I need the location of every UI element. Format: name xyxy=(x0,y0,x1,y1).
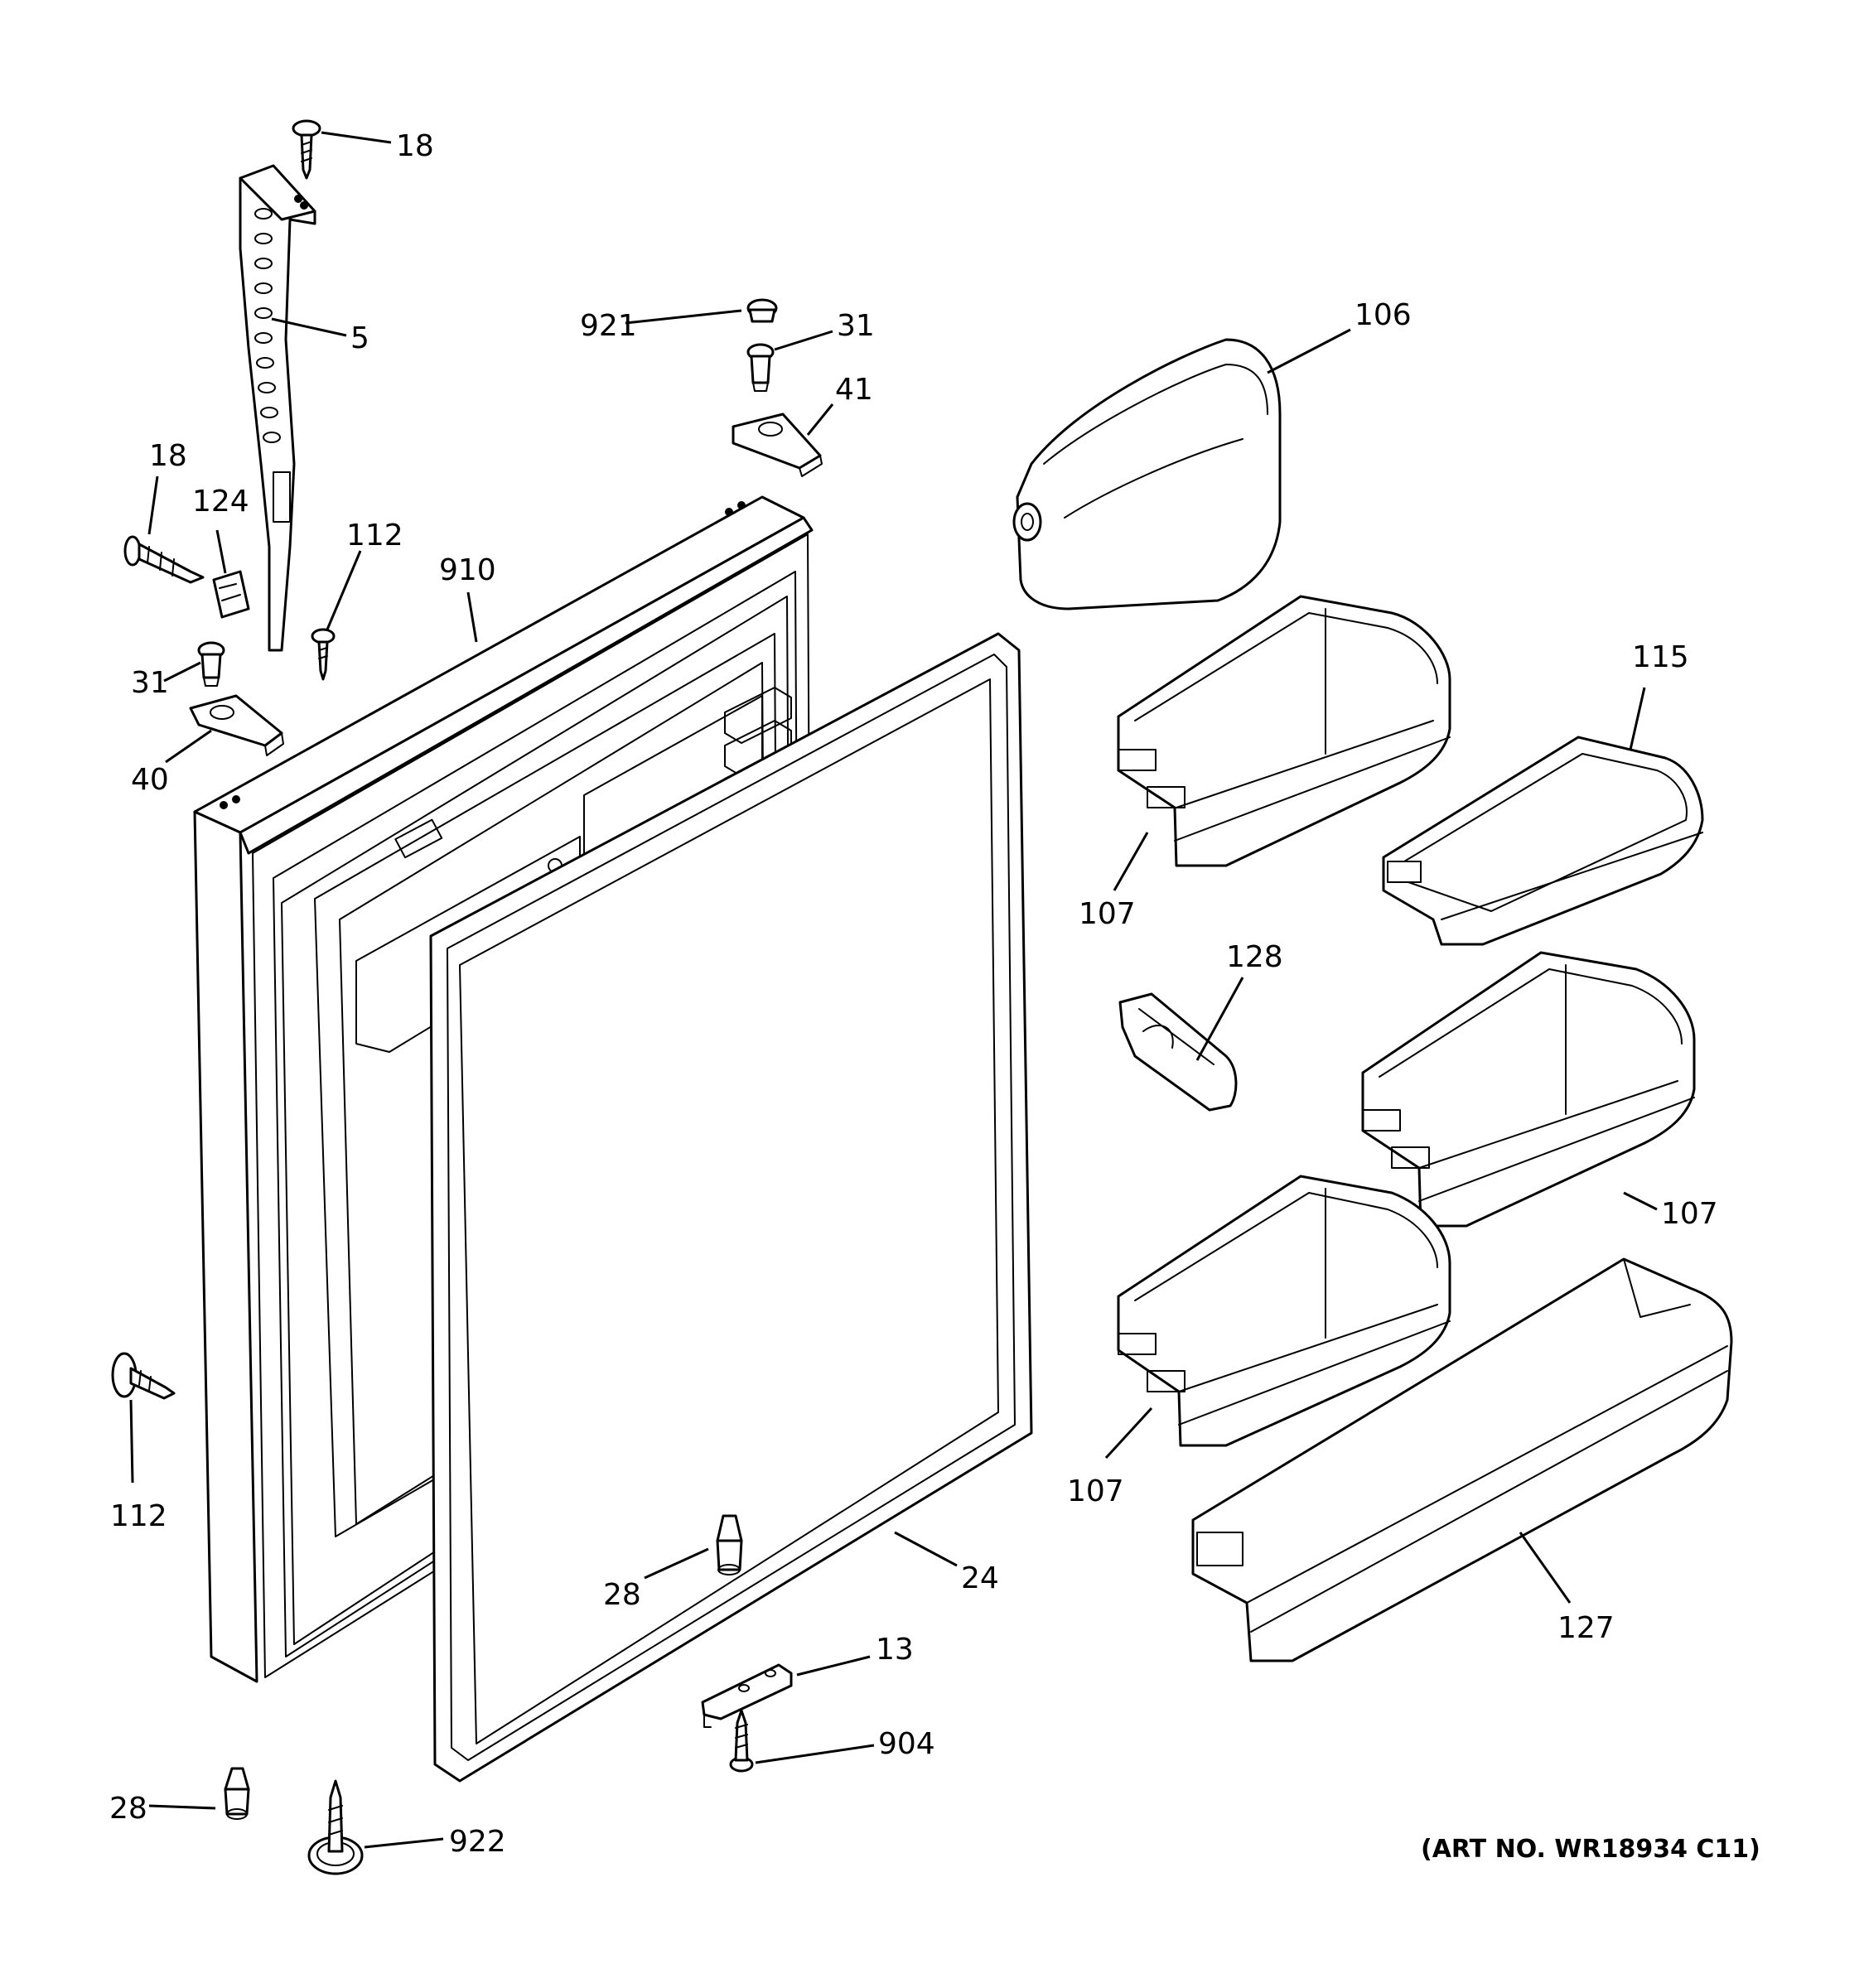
bushing-31-left xyxy=(197,641,225,687)
door-bin-107-upper xyxy=(1117,595,1451,867)
door-bin-107-lower xyxy=(1117,1175,1451,1447)
gallon-bin-127 xyxy=(1191,1257,1733,1662)
screw-112-top xyxy=(311,628,336,681)
divider-128 xyxy=(1118,992,1238,1112)
top-hinge xyxy=(239,164,316,652)
screw-18-top xyxy=(292,119,321,180)
callout-28-bottom: 28 xyxy=(109,1792,147,1826)
screw-18-left xyxy=(123,535,205,584)
callout-107-a: 107 xyxy=(1079,897,1136,931)
callout-31-top: 31 xyxy=(837,309,875,343)
callout-112-left: 112 xyxy=(110,1499,167,1533)
door-outer-shell xyxy=(193,495,814,1683)
callout-18-left: 18 xyxy=(149,439,187,473)
bracket-124 xyxy=(212,570,250,619)
callout-922: 922 xyxy=(449,1825,506,1859)
callout-41: 41 xyxy=(835,373,873,407)
callout-107-c: 107 xyxy=(1067,1474,1124,1508)
bushing-31-top xyxy=(746,343,775,392)
dairy-door-106 xyxy=(1012,338,1282,610)
callout-124: 124 xyxy=(192,485,249,519)
callout-40: 40 xyxy=(131,763,169,797)
callout-24: 24 xyxy=(961,1561,999,1595)
hinge-cover-41 xyxy=(732,413,823,477)
hinge-cover-40 xyxy=(189,694,284,756)
screw-922 xyxy=(307,1779,364,1875)
shallow-bin-115 xyxy=(1382,736,1704,946)
callout-106: 106 xyxy=(1355,298,1412,332)
leader-lines xyxy=(129,131,1658,1849)
callout-112-top: 112 xyxy=(346,519,403,552)
stop-bracket-13 xyxy=(701,1663,793,1728)
door-gasket xyxy=(429,632,1033,1783)
callout-labels: 18 5 921 31 41 106 18 124 112 910 31 40 … xyxy=(109,129,1718,1859)
door-bin-107-middle xyxy=(1361,951,1696,1228)
screw-904 xyxy=(729,1709,754,1773)
callout-18-top: 18 xyxy=(396,129,434,163)
pin-28-mid xyxy=(716,1514,743,1575)
callout-128: 128 xyxy=(1226,940,1283,974)
callout-107-b: 107 xyxy=(1661,1197,1718,1231)
callout-921: 921 xyxy=(580,309,637,343)
callout-31-left: 31 xyxy=(131,666,169,700)
pin-28-bottom xyxy=(224,1767,250,1820)
callout-5: 5 xyxy=(350,321,369,355)
screw-112-left xyxy=(111,1352,176,1400)
callout-28-mid: 28 xyxy=(603,1578,641,1612)
art-number: (ART NO. WR18934 C11) xyxy=(1421,1835,1760,1864)
callout-910: 910 xyxy=(439,553,496,587)
callout-115: 115 xyxy=(1632,640,1689,674)
callout-904: 904 xyxy=(878,1727,935,1761)
callout-127: 127 xyxy=(1557,1611,1615,1645)
callout-13: 13 xyxy=(876,1633,914,1667)
plug-921 xyxy=(746,298,778,323)
